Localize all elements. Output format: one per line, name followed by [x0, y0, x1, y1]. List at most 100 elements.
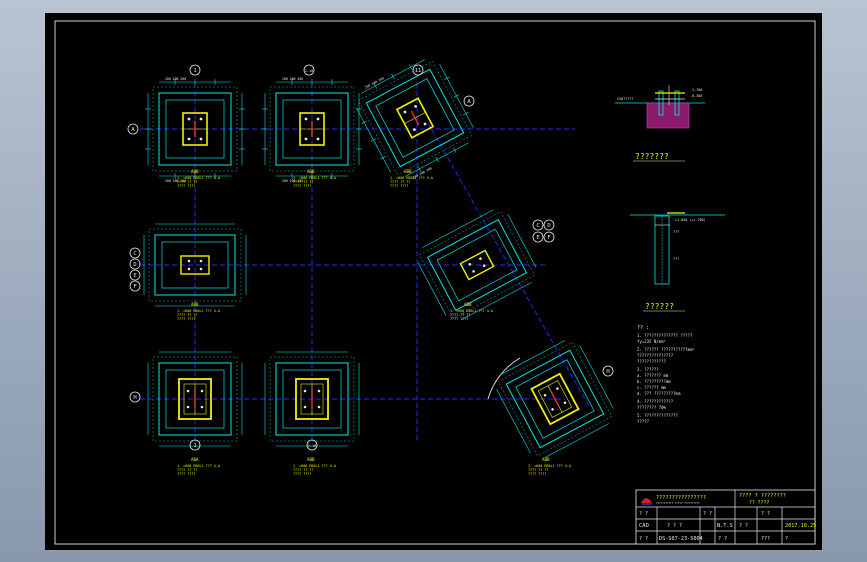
detail1-title: ???????: [635, 152, 669, 161]
svg-text:???????????????: ???????????????: [637, 353, 674, 358]
svg-text:2017.10.25: 2017.10.25: [785, 523, 816, 529]
svg-text:ABB: ABB: [307, 169, 315, 174]
svg-text:4. ????????????: 4. ????????????: [637, 399, 674, 404]
svg-text:?????: ?????: [637, 419, 650, 424]
svg-text:2-10: 2-10: [308, 444, 316, 448]
svg-text:c. ?????? mm: c. ?????? mm: [637, 385, 666, 390]
svg-text:? ? ?: ? ? ?: [667, 523, 682, 529]
svg-text:ABB: ABB: [307, 457, 315, 462]
company-logo: [641, 498, 652, 505]
svg-text:A: A: [131, 127, 135, 133]
svg-text:1. =600 M20L1 ??? 4-A: 1. =600 M20L1 ??? 4-A: [293, 176, 336, 180]
svg-text:???? ?? ??: ???? ?? ??: [528, 468, 548, 472]
svg-text:???????? 70%: ???????? 70%: [637, 405, 666, 410]
svg-text:ABB: ABB: [404, 169, 412, 174]
svg-text:5. ??????????????: 5. ??????????????: [637, 413, 679, 418]
svg-text:CAD: CAD: [639, 523, 649, 529]
svg-text:? ?: ? ?: [718, 536, 727, 542]
svg-text:?? :: ?? :: [637, 325, 649, 331]
svg-text:-0.300: -0.300: [690, 94, 702, 98]
svg-text:F: F: [547, 235, 550, 241]
svg-text:ABB: ABB: [464, 302, 472, 307]
svg-text:???? ????: ???? ????: [528, 472, 546, 476]
svg-text:???? ????: ???? ????: [390, 184, 408, 188]
svg-text:-1.700: -1.700: [690, 88, 702, 92]
svg-text:1. =600 M20L1 ??? 4-A: 1. =600 M20L1 ??? 4-A: [390, 176, 433, 180]
svg-text:?: ?: [785, 536, 788, 542]
svg-text:C30?????: C30?????: [617, 97, 633, 101]
title-block: ???????????????? ??????????? ????? ?????…: [635, 489, 816, 545]
svg-text:???? ????: ???? ????: [293, 472, 311, 476]
svg-text:???? ?? ??: ???? ?? ??: [293, 180, 313, 184]
svg-text:???? ????: ???? ????: [177, 184, 195, 188]
svg-text:? ?: ? ?: [703, 511, 712, 517]
svg-text:2-10: 2-10: [305, 69, 313, 73]
svg-text:+1.850 (+1.700): +1.850 (+1.700): [675, 218, 706, 222]
axis-bubbles: 1 2-10 11 A A C D E F H 1 2-10 C D E F H: [127, 64, 614, 451]
general-notes: ?? : 1. ?????????????? ????? fy=235 N/mm…: [637, 325, 695, 424]
svg-text:A: A: [467, 99, 471, 105]
svg-text:????????????: ????????????: [637, 359, 666, 364]
svg-text:???? ?? ??: ???? ?? ??: [293, 468, 313, 472]
svg-text:E: E: [133, 273, 136, 279]
svg-text:? ?: ? ?: [739, 523, 748, 529]
svg-text:1. =600 M20L1 ??? 4-A: 1. =600 M20L1 ??? 4-A: [293, 464, 336, 468]
radius-arc: [487, 357, 521, 400]
grid-lines: [140, 83, 591, 443]
svg-text:???? ????: ???? ????: [450, 317, 468, 321]
svg-text:? ?: ? ?: [639, 536, 648, 542]
svg-text:2. ?????? ???????????mm²: 2. ?????? ???????????mm²: [637, 347, 695, 352]
svg-text:1. =600 M20L1 ??? 4-A: 1. =600 M20L1 ??? 4-A: [177, 464, 220, 468]
svg-text:DS-S07-23-S004: DS-S07-23-S004: [659, 536, 703, 542]
svg-text:???? ????: ???? ????: [177, 472, 195, 476]
drawing-frame: [54, 20, 816, 545]
detail-section-2[interactable]: +1.850 (+1.700) ??? ??? ??????: [630, 212, 725, 312]
svg-text:???? ?? ??: ???? ?? ??: [177, 313, 197, 317]
svg-text:1. =600 M20L1 ??? 4-A: 1. =600 M20L1 ??? 4-A: [177, 309, 220, 313]
svg-text:???? ????: ???? ????: [293, 184, 311, 188]
svg-text:b. ?????????mm: b. ?????????mm: [637, 379, 671, 384]
svg-text:ABA: ABA: [191, 457, 199, 462]
svg-text:D: D: [133, 262, 136, 268]
svg-text:?? ????: ?? ????: [749, 500, 769, 506]
svg-text:1: 1: [193, 443, 196, 449]
svg-text:fy=235 N/mm²: fy=235 N/mm²: [637, 339, 666, 344]
svg-text:C: C: [133, 251, 136, 257]
svg-text:E: E: [536, 235, 539, 241]
svg-text:???? ????: ???? ????: [177, 317, 195, 321]
svg-text:1. =600 M20L1 ??? 4-A: 1. =600 M20L1 ??? 4-A: [528, 464, 571, 468]
svg-text:1. ?????????????? ?????: 1. ?????????????? ?????: [637, 333, 693, 338]
svg-text:???: ???: [673, 230, 679, 234]
svg-text:1: 1: [193, 68, 196, 74]
svg-text:????????????????: ????????????????: [656, 495, 706, 501]
svg-text:H: H: [133, 395, 136, 401]
svg-text:???: ???: [673, 257, 679, 261]
svg-text:D: D: [547, 223, 550, 229]
svg-text:ABB: ABB: [191, 302, 199, 307]
svg-text:d. ??? ?????????mm: d. ??? ?????????mm: [637, 391, 681, 396]
svg-text:11: 11: [415, 68, 422, 74]
svg-text:F: F: [133, 284, 136, 290]
svg-text:H: H: [606, 369, 609, 375]
svg-text:C: C: [536, 223, 539, 229]
svg-text:??????????? ????? ??????????: ??????????? ????? ??????????: [656, 501, 700, 505]
svg-text:1. =600 M20L1 ??? 4-A: 1. =600 M20L1 ??? 4-A: [177, 176, 220, 180]
svg-text:???? ? ????????: ???? ? ????????: [739, 493, 786, 499]
svg-text:a. ??????? mm: a. ??????? mm: [637, 373, 669, 378]
detail2-title: ??????: [645, 302, 674, 311]
svg-text:ABB: ABB: [191, 169, 199, 174]
svg-text:1. =600 M20L1 ??? 4-A: 1. =600 M20L1 ??? 4-A: [450, 309, 493, 313]
svg-text:???? ?? ??: ???? ?? ??: [450, 313, 470, 317]
svg-text:N.T.S: N.T.S: [717, 523, 733, 529]
svg-text:? ?: ? ?: [761, 511, 770, 517]
svg-text:???? ?? ??: ???? ?? ??: [390, 180, 410, 184]
svg-text:? ?: ? ?: [639, 511, 648, 517]
svg-text:ABB: ABB: [542, 457, 550, 462]
svg-text:???? ?? ??: ???? ?? ??: [177, 468, 197, 472]
svg-text:???: ???: [761, 536, 770, 542]
svg-text:3. ??????: 3. ??????: [637, 367, 659, 372]
cad-viewport[interactable]: 200 200 200 200 200 200: [45, 13, 822, 550]
column-labels: ABB 1. =600 M20L1 ??? 4-A ???? ?? ?? ???…: [177, 169, 571, 476]
detail-section-1[interactable]: -1.700 -0.300 C30????? ???????: [615, 85, 705, 162]
svg-text:???? ?? ??: ???? ?? ??: [177, 180, 197, 184]
